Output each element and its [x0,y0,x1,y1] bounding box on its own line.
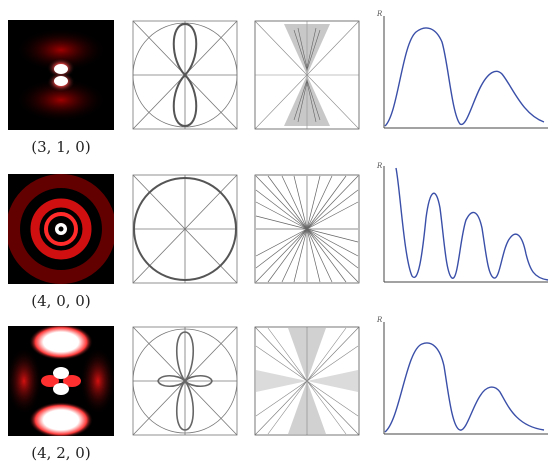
radial-function-plot: R [376,158,552,288]
angular-pencil-sketch [132,326,238,436]
orbital-row-2: R (4, 0, 0) [0,154,556,310]
quantum-numbers-label: (3, 1, 0) [31,138,91,156]
electron-cloud-sketch [254,20,360,130]
angular-pencil-sketch [132,174,238,284]
radial-axis-label: R [376,162,383,170]
probability-density-image [8,326,114,436]
probability-density-image [8,174,114,284]
quantum-numbers-label: (4, 0, 0) [31,292,91,310]
quantum-numbers-label: (4, 2, 0) [31,444,91,462]
radial-function-plot: R [376,310,552,440]
radial-axis-label: R [376,316,383,324]
angular-pencil-sketch [132,20,238,130]
orbital-row-3: R (4, 2, 0) [0,306,556,462]
probability-density-image [8,20,114,130]
orbital-row-1: R (3, 1, 0) [0,0,556,156]
radial-function-plot: R [376,4,552,134]
electron-cloud-sketch [254,326,360,436]
radial-axis-label: R [376,10,383,18]
electron-cloud-sketch [254,174,360,284]
